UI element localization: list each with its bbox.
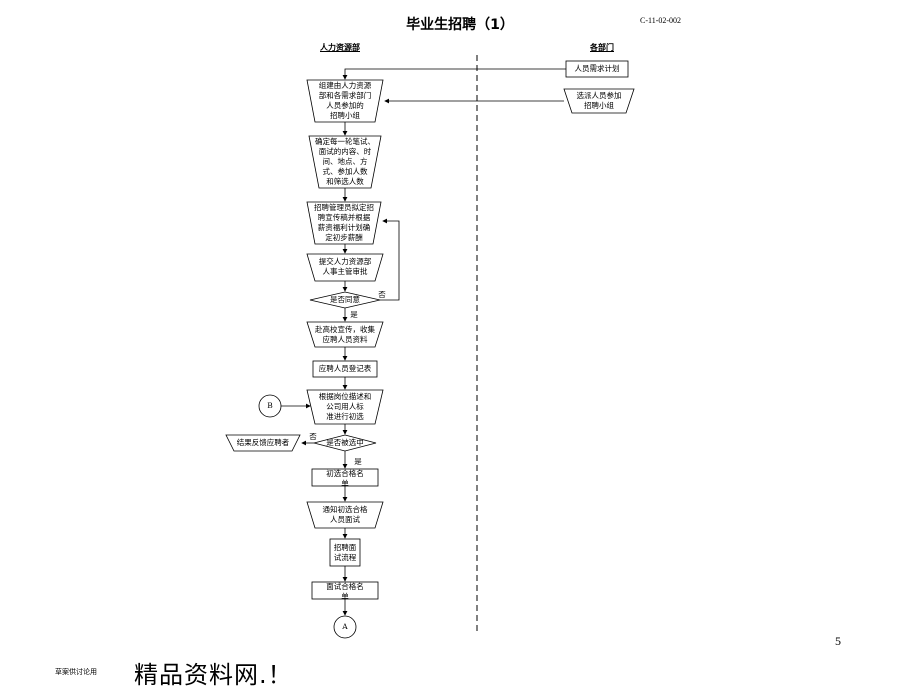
connector-b-label: B <box>267 401 273 410</box>
submit-label: 提交人力资源部 人事主管审批 <box>318 257 372 276</box>
lane-header-hr: 人力资源部 <box>320 43 360 52</box>
edge-approve-no <box>380 218 400 301</box>
approve-label: 是否同意 <box>330 295 360 304</box>
feedback-label: 结果反馈应聘者 <box>236 438 290 447</box>
campus-shape <box>306 321 384 348</box>
dept-plan-label: 人员需求计划 <box>574 64 620 73</box>
dept-select-shape <box>563 88 635 114</box>
campus-label: 赴高校宣传，收集 应聘人员资料 <box>315 325 375 344</box>
connector-a-label: A <box>342 622 348 631</box>
lane-header-departments: 各部门 <box>590 43 614 52</box>
edge-label-no-approve: 否 <box>378 290 386 299</box>
dept-select-label: 选派人员参加 招聘小组 <box>576 91 622 110</box>
edge-label-yes-selected: 是 <box>354 457 362 466</box>
form-team-shape <box>306 79 384 123</box>
submit-shape <box>306 253 384 282</box>
selected-label: 是否被选中 <box>326 438 364 447</box>
interview-label: 招聘面 试流程 <box>333 543 357 562</box>
edge-label-no-selected: 否 <box>309 432 317 441</box>
screen-label: 根据岗位描述和 公司用人标 准进行初选 <box>318 392 372 421</box>
page-title: 毕业生招聘（1） <box>406 17 514 33</box>
register-label: 应聘人员登记表 <box>318 364 372 373</box>
screen-shape <box>306 389 384 425</box>
connector-a <box>333 615 357 639</box>
draft-label: 招聘管理员拟定招 聘宣传稿并根据 薪资福利计划确 定初步薪酬 <box>314 203 374 242</box>
notify-label: 通知初选合格 人员面试 <box>322 505 368 524</box>
determine-shape <box>308 135 382 189</box>
feedback-shape <box>225 434 301 452</box>
edge-label-yes-approve: 是 <box>350 310 358 319</box>
notify-shape <box>306 501 384 529</box>
page-number: 5 <box>835 634 841 648</box>
document-code: C-11-02-002 <box>640 16 682 25</box>
footnote: 草案供讨论用 <box>55 668 97 676</box>
passlist-label: 面试合格名 单 <box>326 582 364 601</box>
edge-plan-to-team <box>342 68 566 80</box>
watermark-text: 精品资料网.！ <box>134 661 293 689</box>
determine-label: 确定每一轮笔试、 面试的内容、时 间、地点、方 式、参加人数 和筛选人数 <box>315 137 375 186</box>
shortlist-label: 初选合格名 单 <box>326 469 364 488</box>
draft-shape <box>306 201 382 245</box>
form-team-label: 组建由人力资源 部和各需求部门 人员参加的 招聘小组 <box>318 81 372 120</box>
